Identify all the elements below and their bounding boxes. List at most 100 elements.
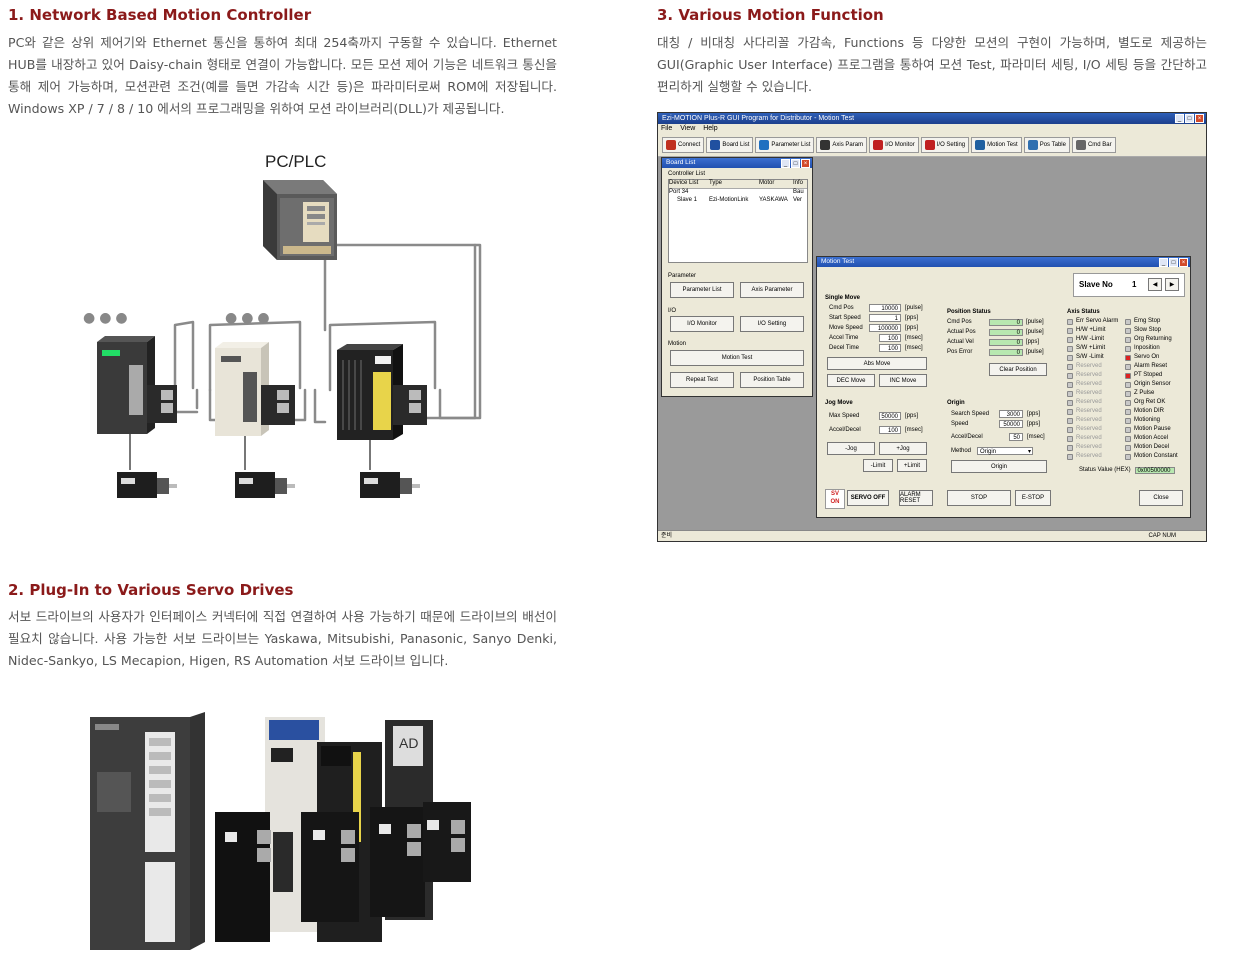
- max-speed-input[interactable]: 50000: [879, 412, 901, 420]
- prev-slave-icon[interactable]: ◀: [1148, 278, 1162, 291]
- status-led-icon: [1067, 373, 1073, 379]
- controller-list-table[interactable]: Device List Type Motor Info Port 34 Bau …: [668, 179, 808, 263]
- position-status-title: Position Status: [947, 309, 991, 315]
- axis-icon: [820, 140, 831, 150]
- origin-accel-decel-input[interactable]: 50: [1009, 433, 1023, 441]
- section1-body: PC와 같은 상위 제어기와 Ethernet 통신을 통하여 최대 254축까…: [8, 35, 557, 116]
- plus-jog-button[interactable]: +Jog: [879, 442, 927, 455]
- chevron-down-icon: ▾: [1027, 449, 1031, 455]
- origin-title: Origin: [947, 400, 965, 406]
- toolbar-motion-test-button[interactable]: Motion Test: [971, 137, 1022, 153]
- minimize-icon[interactable]: _: [781, 159, 790, 168]
- status-led-icon: [1125, 391, 1131, 397]
- status-led-icon: [1067, 427, 1073, 433]
- status-value-label: Status Value (HEX): [1079, 467, 1131, 473]
- menu-file[interactable]: File: [661, 125, 673, 132]
- status-led-icon: [1067, 346, 1073, 352]
- menu-view[interactable]: View: [680, 125, 696, 132]
- axis-status-label: Motion Accel: [1134, 435, 1169, 441]
- maximize-icon[interactable]: □: [1169, 258, 1178, 267]
- table-row[interactable]: Port 34 Bau: [669, 189, 804, 195]
- motion-test-button[interactable]: Motion Test: [670, 350, 804, 366]
- axis-status-label: S/W -Limit: [1076, 354, 1104, 360]
- menu-help[interactable]: Help: [703, 125, 718, 132]
- minimize-icon[interactable]: _: [1159, 258, 1168, 267]
- status-led-icon: [1067, 454, 1073, 460]
- close-button[interactable]: Close: [1139, 490, 1183, 506]
- ellipsis-icon: ●●●: [225, 310, 274, 326]
- decel-time-input[interactable]: 100: [879, 344, 901, 352]
- board-list-window: Board List _□× Controller List Device Li…: [661, 157, 813, 397]
- toolbar-pos-table-button[interactable]: Pos Table: [1023, 137, 1070, 153]
- close-icon[interactable]: ×: [801, 159, 810, 168]
- toolbar-io-monitor-button[interactable]: I/O Monitor: [869, 137, 919, 153]
- motion-test-window: Motion Test _□× Slave No 1 ◀ ▶ Single Mo…: [816, 256, 1191, 518]
- axis-status-label: PT Stoped: [1134, 372, 1163, 378]
- network-diagram-graphic: [97, 180, 482, 498]
- maximize-icon[interactable]: □: [1185, 114, 1194, 123]
- inc-move-button[interactable]: INC Move: [879, 374, 927, 387]
- status-led-icon: [1125, 427, 1131, 433]
- servo-off-button[interactable]: SERVO OFF: [847, 490, 889, 506]
- jog-accel-decel-input[interactable]: 100: [879, 426, 901, 434]
- toolbar-board-list-button[interactable]: Board List: [706, 137, 754, 153]
- status-led-icon: [1067, 382, 1073, 388]
- method-label: Method: [951, 448, 972, 454]
- status-led-icon: [1067, 418, 1073, 424]
- start-speed-input[interactable]: 1: [869, 314, 901, 322]
- abs-move-button[interactable]: Abs Move: [827, 357, 927, 370]
- repeat-test-button[interactable]: Repeat Test: [670, 372, 734, 388]
- io-setting-button[interactable]: I/O Setting: [740, 316, 804, 332]
- move-speed-input[interactable]: 100000: [869, 324, 901, 332]
- close-icon[interactable]: ×: [1179, 258, 1188, 267]
- toolbar-axis-param-button[interactable]: Axis Param: [816, 137, 868, 153]
- origin-button[interactable]: Origin: [951, 460, 1047, 473]
- toolbar-io-setting-button[interactable]: I/O Setting: [920, 137, 970, 153]
- close-icon[interactable]: ×: [1195, 114, 1204, 123]
- status-led-icon: [1067, 391, 1073, 397]
- parameter-list-button[interactable]: Parameter List: [670, 282, 734, 298]
- axis-status-label: Reserved: [1076, 399, 1102, 405]
- origin-speed-input[interactable]: 50000: [999, 420, 1023, 428]
- axis-parameter-button[interactable]: Axis Parameter: [740, 282, 804, 298]
- position-table-button[interactable]: Position Table: [740, 372, 804, 388]
- plus-limit-button[interactable]: +Limit: [897, 459, 927, 472]
- toolbar-cmd-bar-button[interactable]: Cmd Bar: [1071, 137, 1116, 153]
- section3-body: 대칭 / 비대칭 사다리꼴 가감속, Functions 등 다양한 모션의 구…: [657, 35, 1207, 94]
- section1-title: 1. Network Based Motion Controller: [8, 6, 312, 24]
- network-diagram: PC/PLC: [75, 150, 495, 520]
- table-row[interactable]: Slave 1 Ezi-MotionLink YASKAWA Ver: [677, 197, 803, 203]
- next-slave-icon[interactable]: ▶: [1165, 278, 1179, 291]
- estop-button[interactable]: E-STOP: [1015, 490, 1051, 506]
- clear-position-button[interactable]: Clear Position: [989, 363, 1047, 376]
- stop-button[interactable]: STOP: [947, 490, 1011, 506]
- maximize-icon[interactable]: □: [791, 159, 800, 168]
- axis-status-label: Reserved: [1076, 390, 1102, 396]
- parameter-group-label: Parameter: [668, 273, 697, 279]
- io-monitor-button[interactable]: I/O Monitor: [670, 316, 734, 332]
- status-led-icon: [1125, 454, 1131, 460]
- axis-status-label: Motioning: [1134, 417, 1161, 423]
- method-select[interactable]: Origin▾: [977, 447, 1033, 455]
- alarm-reset-button[interactable]: ALARM RESET: [899, 490, 933, 506]
- toolbar-connect-button[interactable]: Connect: [662, 137, 705, 153]
- minus-jog-button[interactable]: -Jog: [827, 442, 875, 455]
- axis-status-label: Emg Stop: [1134, 318, 1161, 324]
- minimize-icon[interactable]: _: [1175, 114, 1184, 123]
- status-led-icon: [1067, 328, 1073, 334]
- accel-time-input[interactable]: 100: [879, 334, 901, 342]
- status-led-icon: [1067, 364, 1073, 370]
- servo-drives-graphic: AD: [90, 712, 471, 950]
- search-speed-input[interactable]: 3000: [999, 410, 1023, 418]
- slave-no-value: 1: [1132, 280, 1137, 289]
- status-led-icon: [1067, 337, 1073, 343]
- dec-move-button[interactable]: DEC Move: [827, 374, 875, 387]
- axis-status-label: Alarm Reset: [1134, 363, 1168, 369]
- cmd-pos-input[interactable]: 10000: [869, 304, 901, 312]
- toolbar-parameter-list-button[interactable]: Parameter List: [755, 137, 815, 153]
- minus-limit-button[interactable]: -Limit: [863, 459, 893, 472]
- axis-status-label: Org Returning: [1134, 336, 1172, 342]
- io-monitor-icon: [873, 140, 884, 150]
- gui-toolbar: Connect Board List Parameter List Axis P…: [658, 134, 1206, 157]
- gui-titlebar: Ezi-MOTION Plus-R GUI Program for Distri…: [658, 113, 1206, 124]
